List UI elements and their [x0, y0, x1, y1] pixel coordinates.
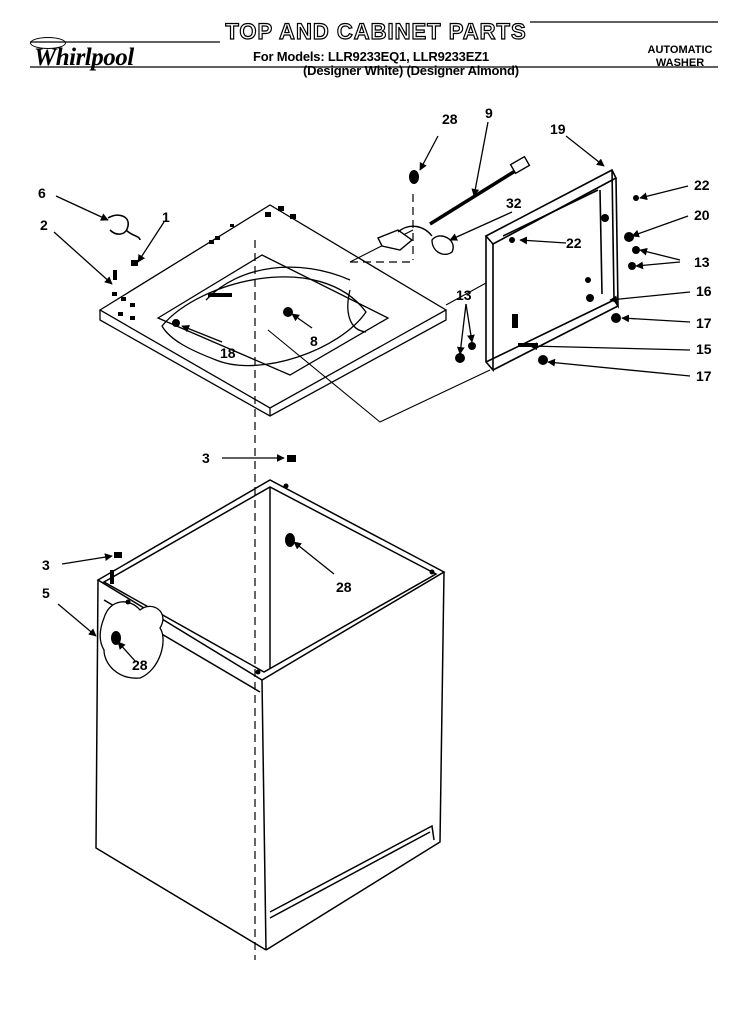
- callout-arrows: [53, 121, 691, 663]
- callout-labels: 6 2 1 18 8 28 9 32 19 22 20 22 13 16 17 …: [38, 105, 712, 673]
- screw-28-top: [409, 170, 419, 184]
- washer-top-details: [118, 206, 296, 327]
- callout-18: 18: [220, 345, 236, 361]
- brand-badge-icon: [30, 37, 66, 49]
- callout-6: 6: [38, 185, 46, 201]
- callout-3-upper: 3: [202, 450, 210, 466]
- models-line: For Models: LLR9233EQ1, LLR9233EZ1: [253, 49, 489, 64]
- lid-hardware: [455, 195, 640, 365]
- cabinet: [95, 479, 446, 951]
- clip-1: [112, 260, 138, 296]
- callout-22-lower: 22: [566, 235, 582, 251]
- callout-19: 19: [550, 121, 566, 137]
- callout-28-mid: 28: [336, 579, 352, 595]
- callout-15: 15: [696, 341, 712, 357]
- callout-28-cabinet: 28: [132, 657, 148, 673]
- callout-1: 1: [162, 209, 170, 225]
- dashed-centerline: [254, 194, 414, 960]
- callout-22-upper: 22: [694, 177, 710, 193]
- product-type-line1: AUTOMATIC: [647, 44, 713, 56]
- callout-20: 20: [694, 207, 710, 223]
- callout-16: 16: [696, 283, 712, 299]
- page-title: TOP AND CABINET PARTS: [225, 18, 527, 44]
- callout-13-right: 13: [694, 254, 710, 270]
- cabinet-hardware: [110, 455, 435, 675]
- callout-5: 5: [42, 585, 50, 601]
- callout-28-top: 28: [442, 111, 458, 127]
- callout-13-left: 13: [456, 287, 472, 303]
- callout-32: 32: [506, 195, 522, 211]
- header-rules: [30, 21, 718, 68]
- product-type-line2: WASHER: [655, 57, 705, 69]
- callout-3-lower: 3: [42, 557, 50, 573]
- hinge-bracket: [107, 214, 141, 241]
- callout-2: 2: [40, 217, 48, 233]
- callout-8: 8: [310, 333, 318, 349]
- product-type: AUTOMATIC WASHER: [640, 44, 720, 70]
- callout-9: 9: [485, 105, 493, 121]
- callout-17-lower: 17: [696, 368, 712, 384]
- callout-17-upper: 17: [696, 315, 712, 331]
- cabinet-cutaway: [99, 601, 164, 679]
